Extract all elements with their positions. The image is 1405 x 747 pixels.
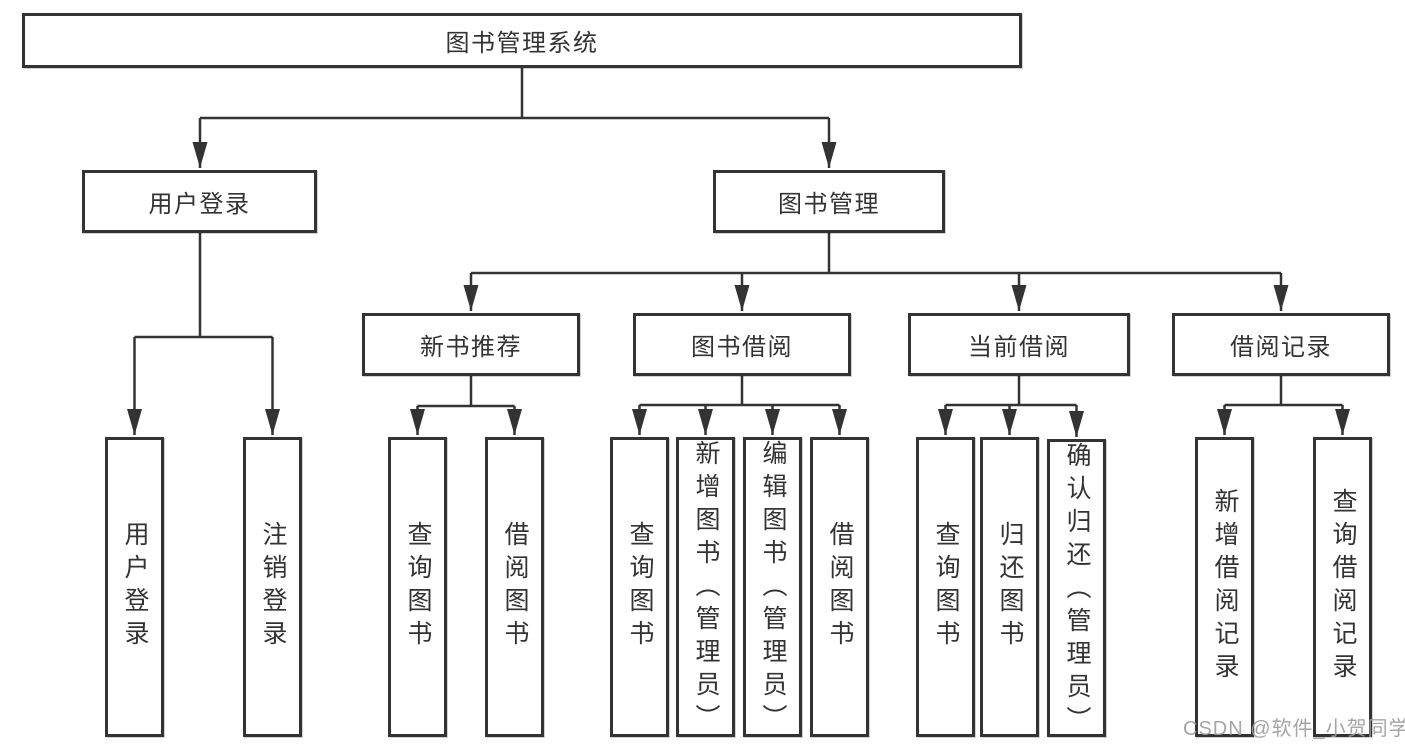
leaf-logout: 注销登录 xyxy=(243,437,302,737)
node-label: 借阅图书 xyxy=(826,521,854,653)
node-label: 查询借阅记录 xyxy=(1329,488,1357,686)
node-borrow-record: 借阅记录 xyxy=(1172,313,1390,376)
leaf-confirm-return-admin: 确认归还（管理员） xyxy=(1047,439,1106,739)
node-label: 查询图书 xyxy=(404,521,432,653)
node-new-book-recommend: 新书推荐 xyxy=(362,313,580,376)
node-user-login-branch: 用户登录 xyxy=(82,170,317,233)
node-label: 图书管理系统 xyxy=(445,30,599,57)
node-label: 查询图书 xyxy=(932,521,960,653)
node-label: 新增图书（管理员） xyxy=(692,440,720,737)
node-label: 当前借阅 xyxy=(968,334,1070,361)
node-label: 注销登录 xyxy=(259,521,287,653)
node-label: 借阅记录 xyxy=(1230,334,1332,361)
node-label: 编辑图书（管理员） xyxy=(759,440,787,737)
node-book-management: 图书管理 xyxy=(713,170,945,233)
leaf-add-borrow-record: 新增借阅记录 xyxy=(1195,437,1254,737)
leaf-query-borrow-record: 查询借阅记录 xyxy=(1313,437,1372,737)
leaf-edit-books-admin: 编辑图书（管理员） xyxy=(743,437,802,737)
leaf-query-books-recommend: 查询图书 xyxy=(388,437,447,737)
csdn-watermark: CSDN @软件_小贺同学 xyxy=(1183,718,1405,740)
leaf-user-login: 用户登录 xyxy=(105,437,164,737)
node-label: 借阅图书 xyxy=(501,521,529,653)
leaf-query-books-borrow: 查询图书 xyxy=(610,437,669,737)
node-label: 新书推荐 xyxy=(420,334,522,361)
leaf-borrow-books: 借阅图书 xyxy=(810,437,869,737)
node-label: 用户登录 xyxy=(121,521,149,653)
node-label: 图书借阅 xyxy=(691,334,793,361)
leaf-query-books-current: 查询图书 xyxy=(916,437,975,737)
leaf-return-books: 归还图书 xyxy=(980,437,1039,737)
node-current-borrow: 当前借阅 xyxy=(908,313,1130,376)
node-book-borrow: 图书借阅 xyxy=(633,313,851,376)
node-label: 新增借阅记录 xyxy=(1211,488,1239,686)
node-library-management-system: 图书管理系统 xyxy=(22,13,1022,68)
node-label: 查询图书 xyxy=(626,521,654,653)
leaf-add-books-admin: 新增图书（管理员） xyxy=(676,437,735,737)
node-label: 用户登录 xyxy=(148,191,251,218)
node-label: 图书管理 xyxy=(778,191,880,218)
node-label: 归还图书 xyxy=(996,521,1024,653)
node-label: 确认归还（管理员） xyxy=(1063,442,1091,739)
leaf-borrow-books-recommend: 借阅图书 xyxy=(485,437,544,737)
